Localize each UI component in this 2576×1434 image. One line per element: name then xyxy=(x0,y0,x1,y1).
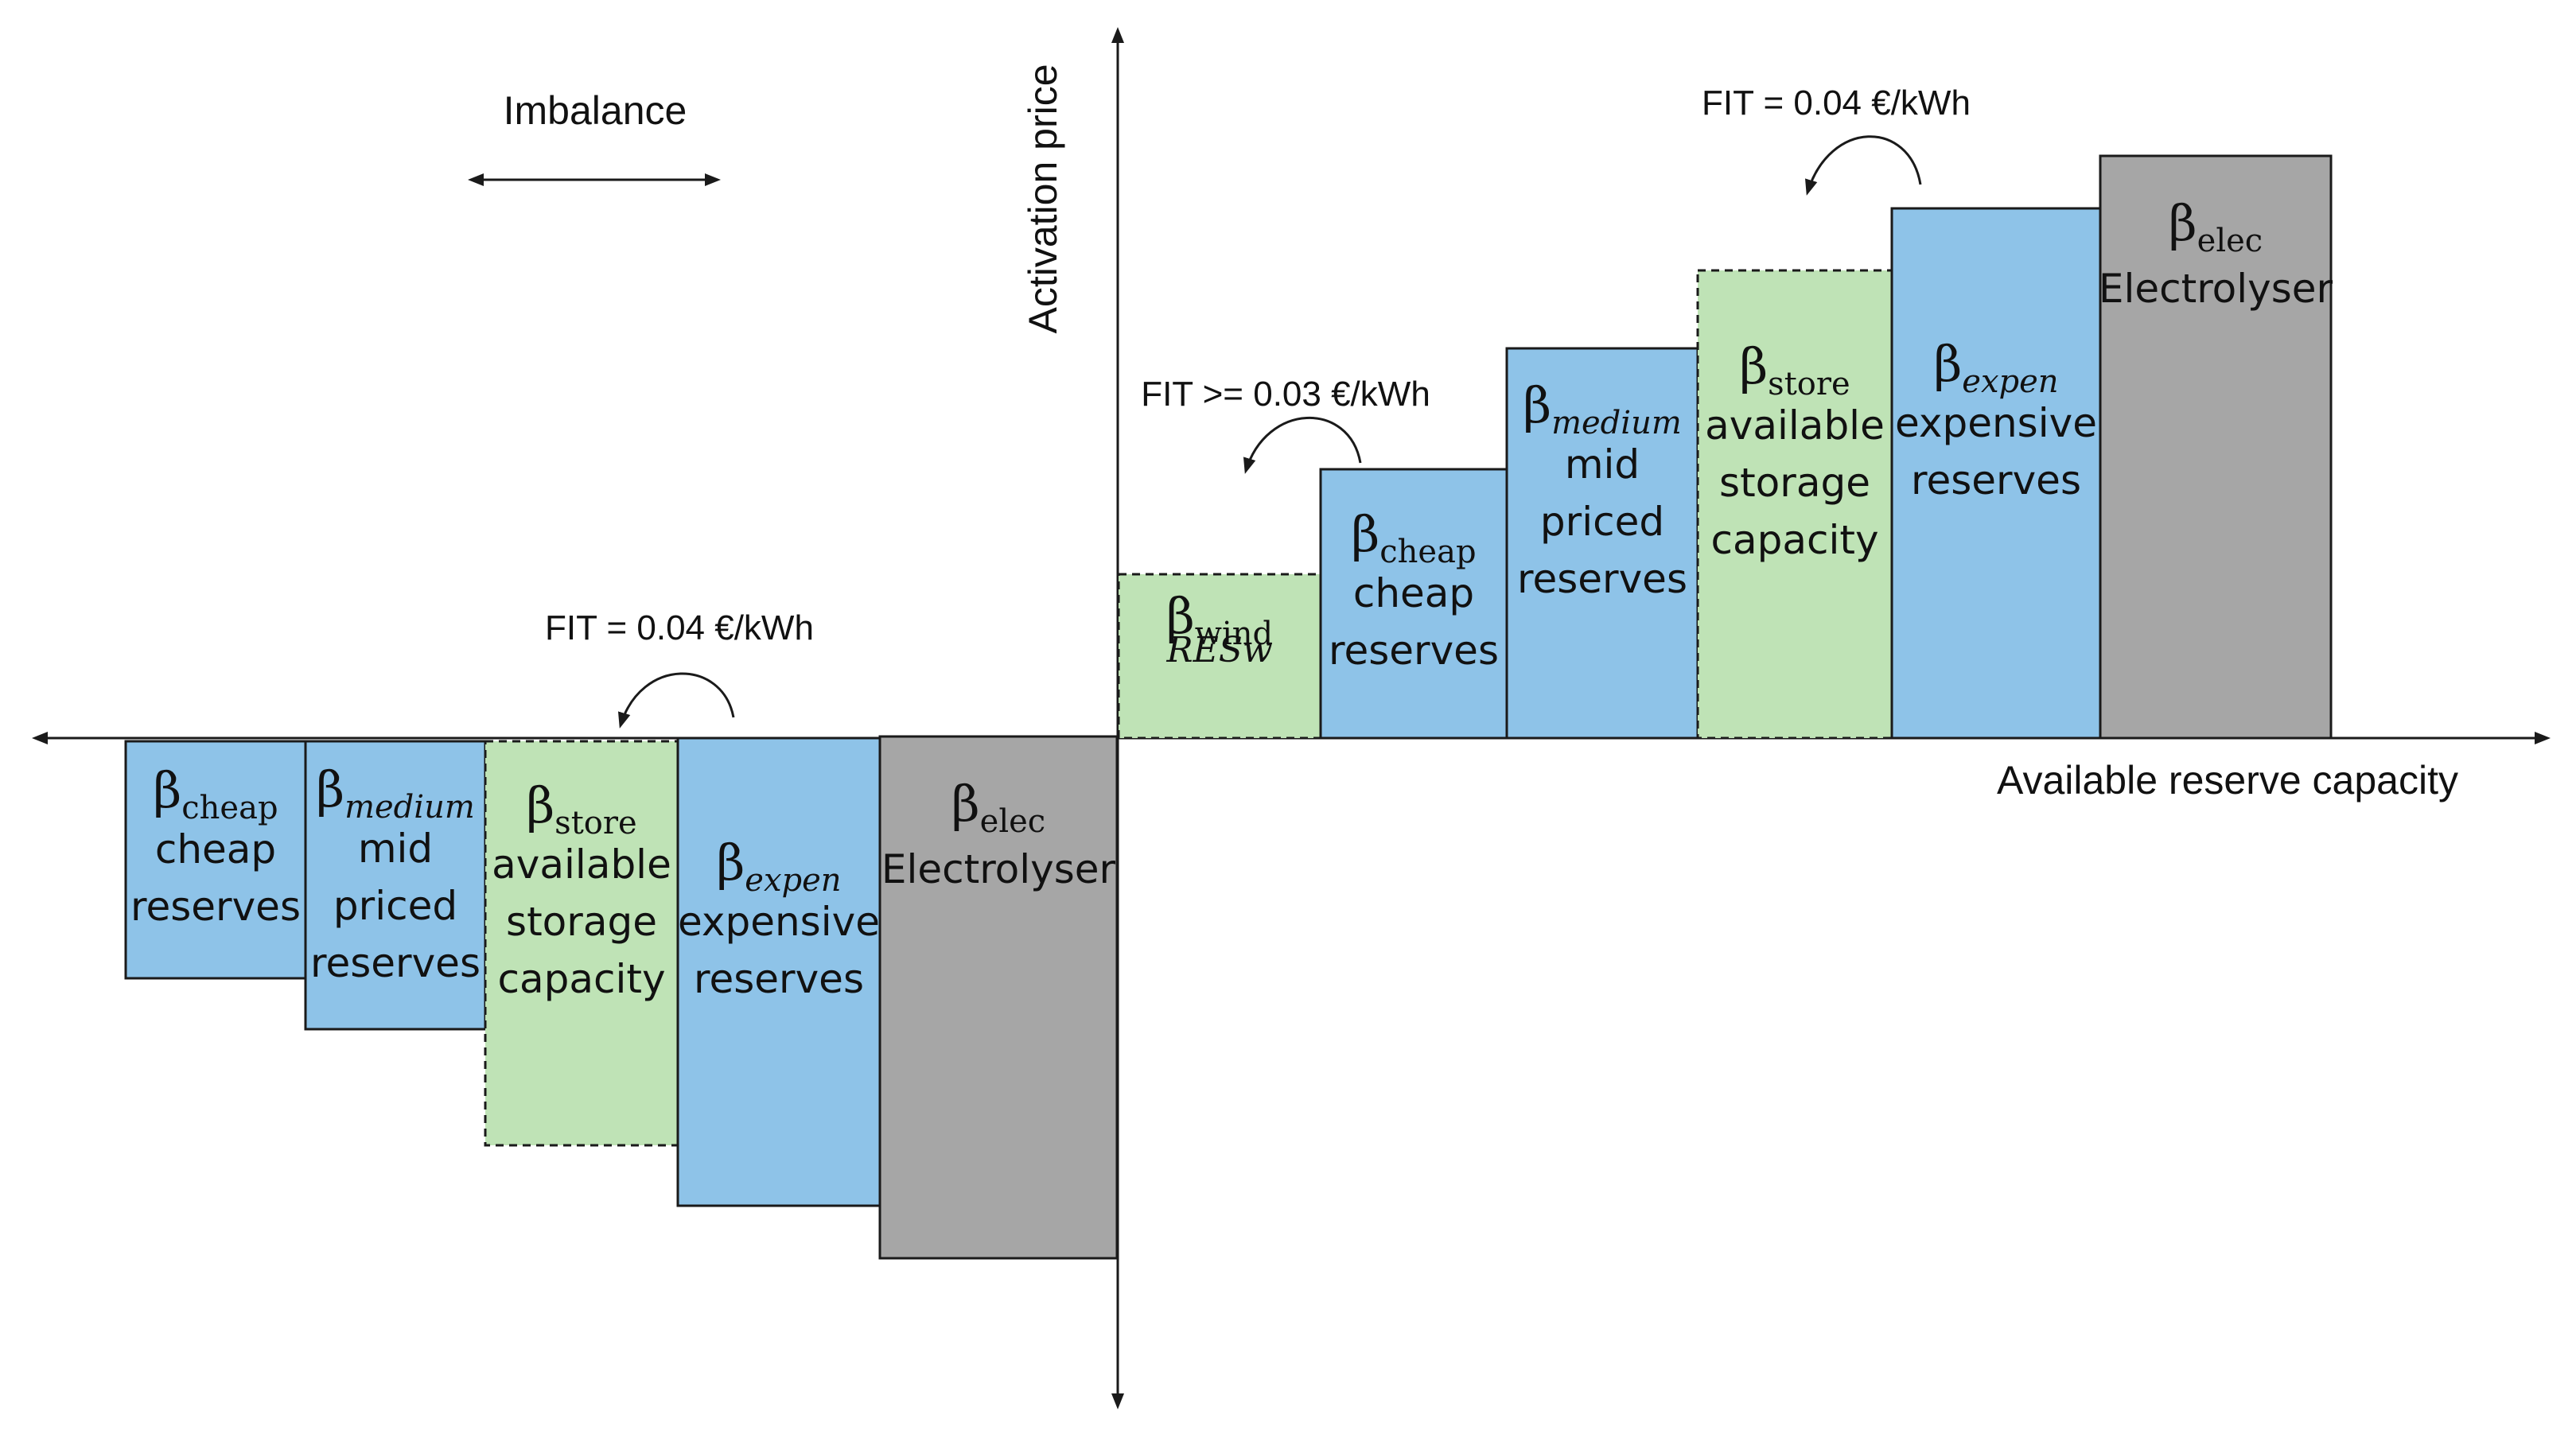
x-axis-label: Available reserve capacity xyxy=(1997,758,2458,802)
neg-block-medium-symbol: βmedium xyxy=(316,760,475,826)
curved-arrow-top xyxy=(1805,135,1922,196)
pos-block-store-text-2: capacity xyxy=(1710,517,1878,563)
neg-block-expen-text-1: reserves xyxy=(694,956,864,1002)
imbalance-label: Imbalance xyxy=(504,88,687,133)
pos-block-store xyxy=(1696,269,1893,740)
pos-block-medium xyxy=(1505,347,1699,740)
pos-block-cheap-text-0: cheap xyxy=(1353,570,1474,616)
pos-block-expen xyxy=(1890,207,2102,740)
pos-block-cheap-text-1: reserves xyxy=(1329,628,1499,674)
pos-block-elec-symbol: βelec xyxy=(2169,194,2263,259)
curved-arrow-left xyxy=(617,672,735,729)
pos-block-medium-text-1: priced xyxy=(1540,499,1664,545)
curved-arrow-mid xyxy=(1243,416,1362,474)
neg-block-medium xyxy=(304,740,487,1031)
pos-block-medium-text-2: reserves xyxy=(1517,556,1687,602)
neg-block-store-symbol: βstore xyxy=(526,776,636,841)
pos-block-medium-text-0: mid xyxy=(1565,441,1640,488)
neg-block-store-text-2: capacity xyxy=(497,956,665,1002)
pos-block-wind-symbol: βwind xyxy=(1166,587,1273,652)
pos-block-wind-text-0: RESw xyxy=(1165,630,1272,670)
pos-block-elec xyxy=(2099,154,2333,740)
neg-block-store xyxy=(484,740,679,1147)
neg-block-cheap-symbol: βcheap xyxy=(153,761,278,826)
fit-annotation-top: FIT = 0.04 €/kWh xyxy=(1702,84,1971,122)
pos-block-elec-text-0: Electrolyser xyxy=(2099,266,2333,312)
neg-block-expen-text-0: expensive xyxy=(678,899,880,945)
pos-block-cheap xyxy=(1319,468,1508,740)
neg-block-medium-text-0: mid xyxy=(358,826,433,872)
fit-annotation-mid: FIT >= 0.03 €/kWh xyxy=(1141,375,1430,414)
pos-block-medium-symbol: βmedium xyxy=(1523,376,1682,441)
neg-block-medium-text-1: priced xyxy=(333,883,457,929)
neg-block-elec-text-0: Electrolyser xyxy=(881,846,1116,892)
pos-block-expen-symbol: βexpen xyxy=(1933,335,2058,400)
pos-block-store-text-0: available xyxy=(1705,402,1885,449)
y-axis-label: Activation price xyxy=(1021,64,1065,333)
pos-block-wind xyxy=(1117,573,1322,740)
neg-block-store-text-0: available xyxy=(492,841,671,888)
pos-block-expen-text-0: expensive xyxy=(1895,400,2097,446)
neg-block-elec xyxy=(878,735,1119,1260)
neg-block-cheap-text-1: reserves xyxy=(130,884,301,930)
pos-block-cheap-symbol: βcheap xyxy=(1351,505,1476,570)
neg-block-elec-symbol: βelec xyxy=(951,775,1045,840)
neg-block-expen xyxy=(676,736,881,1207)
neg-block-store-text-1: storage xyxy=(506,899,657,945)
pos-block-store-symbol: βstore xyxy=(1739,337,1850,402)
neg-block-medium-text-2: reserves xyxy=(310,940,481,986)
neg-block-cheap-text-0: cheap xyxy=(155,826,276,872)
pos-block-expen-text-1: reserves xyxy=(1911,457,2081,503)
fit-annotation-left: FIT = 0.04 €/kWh xyxy=(545,608,814,647)
pos-block-store-text-1: storage xyxy=(1719,460,1870,506)
neg-block-expen-symbol: βexpen xyxy=(716,834,841,899)
